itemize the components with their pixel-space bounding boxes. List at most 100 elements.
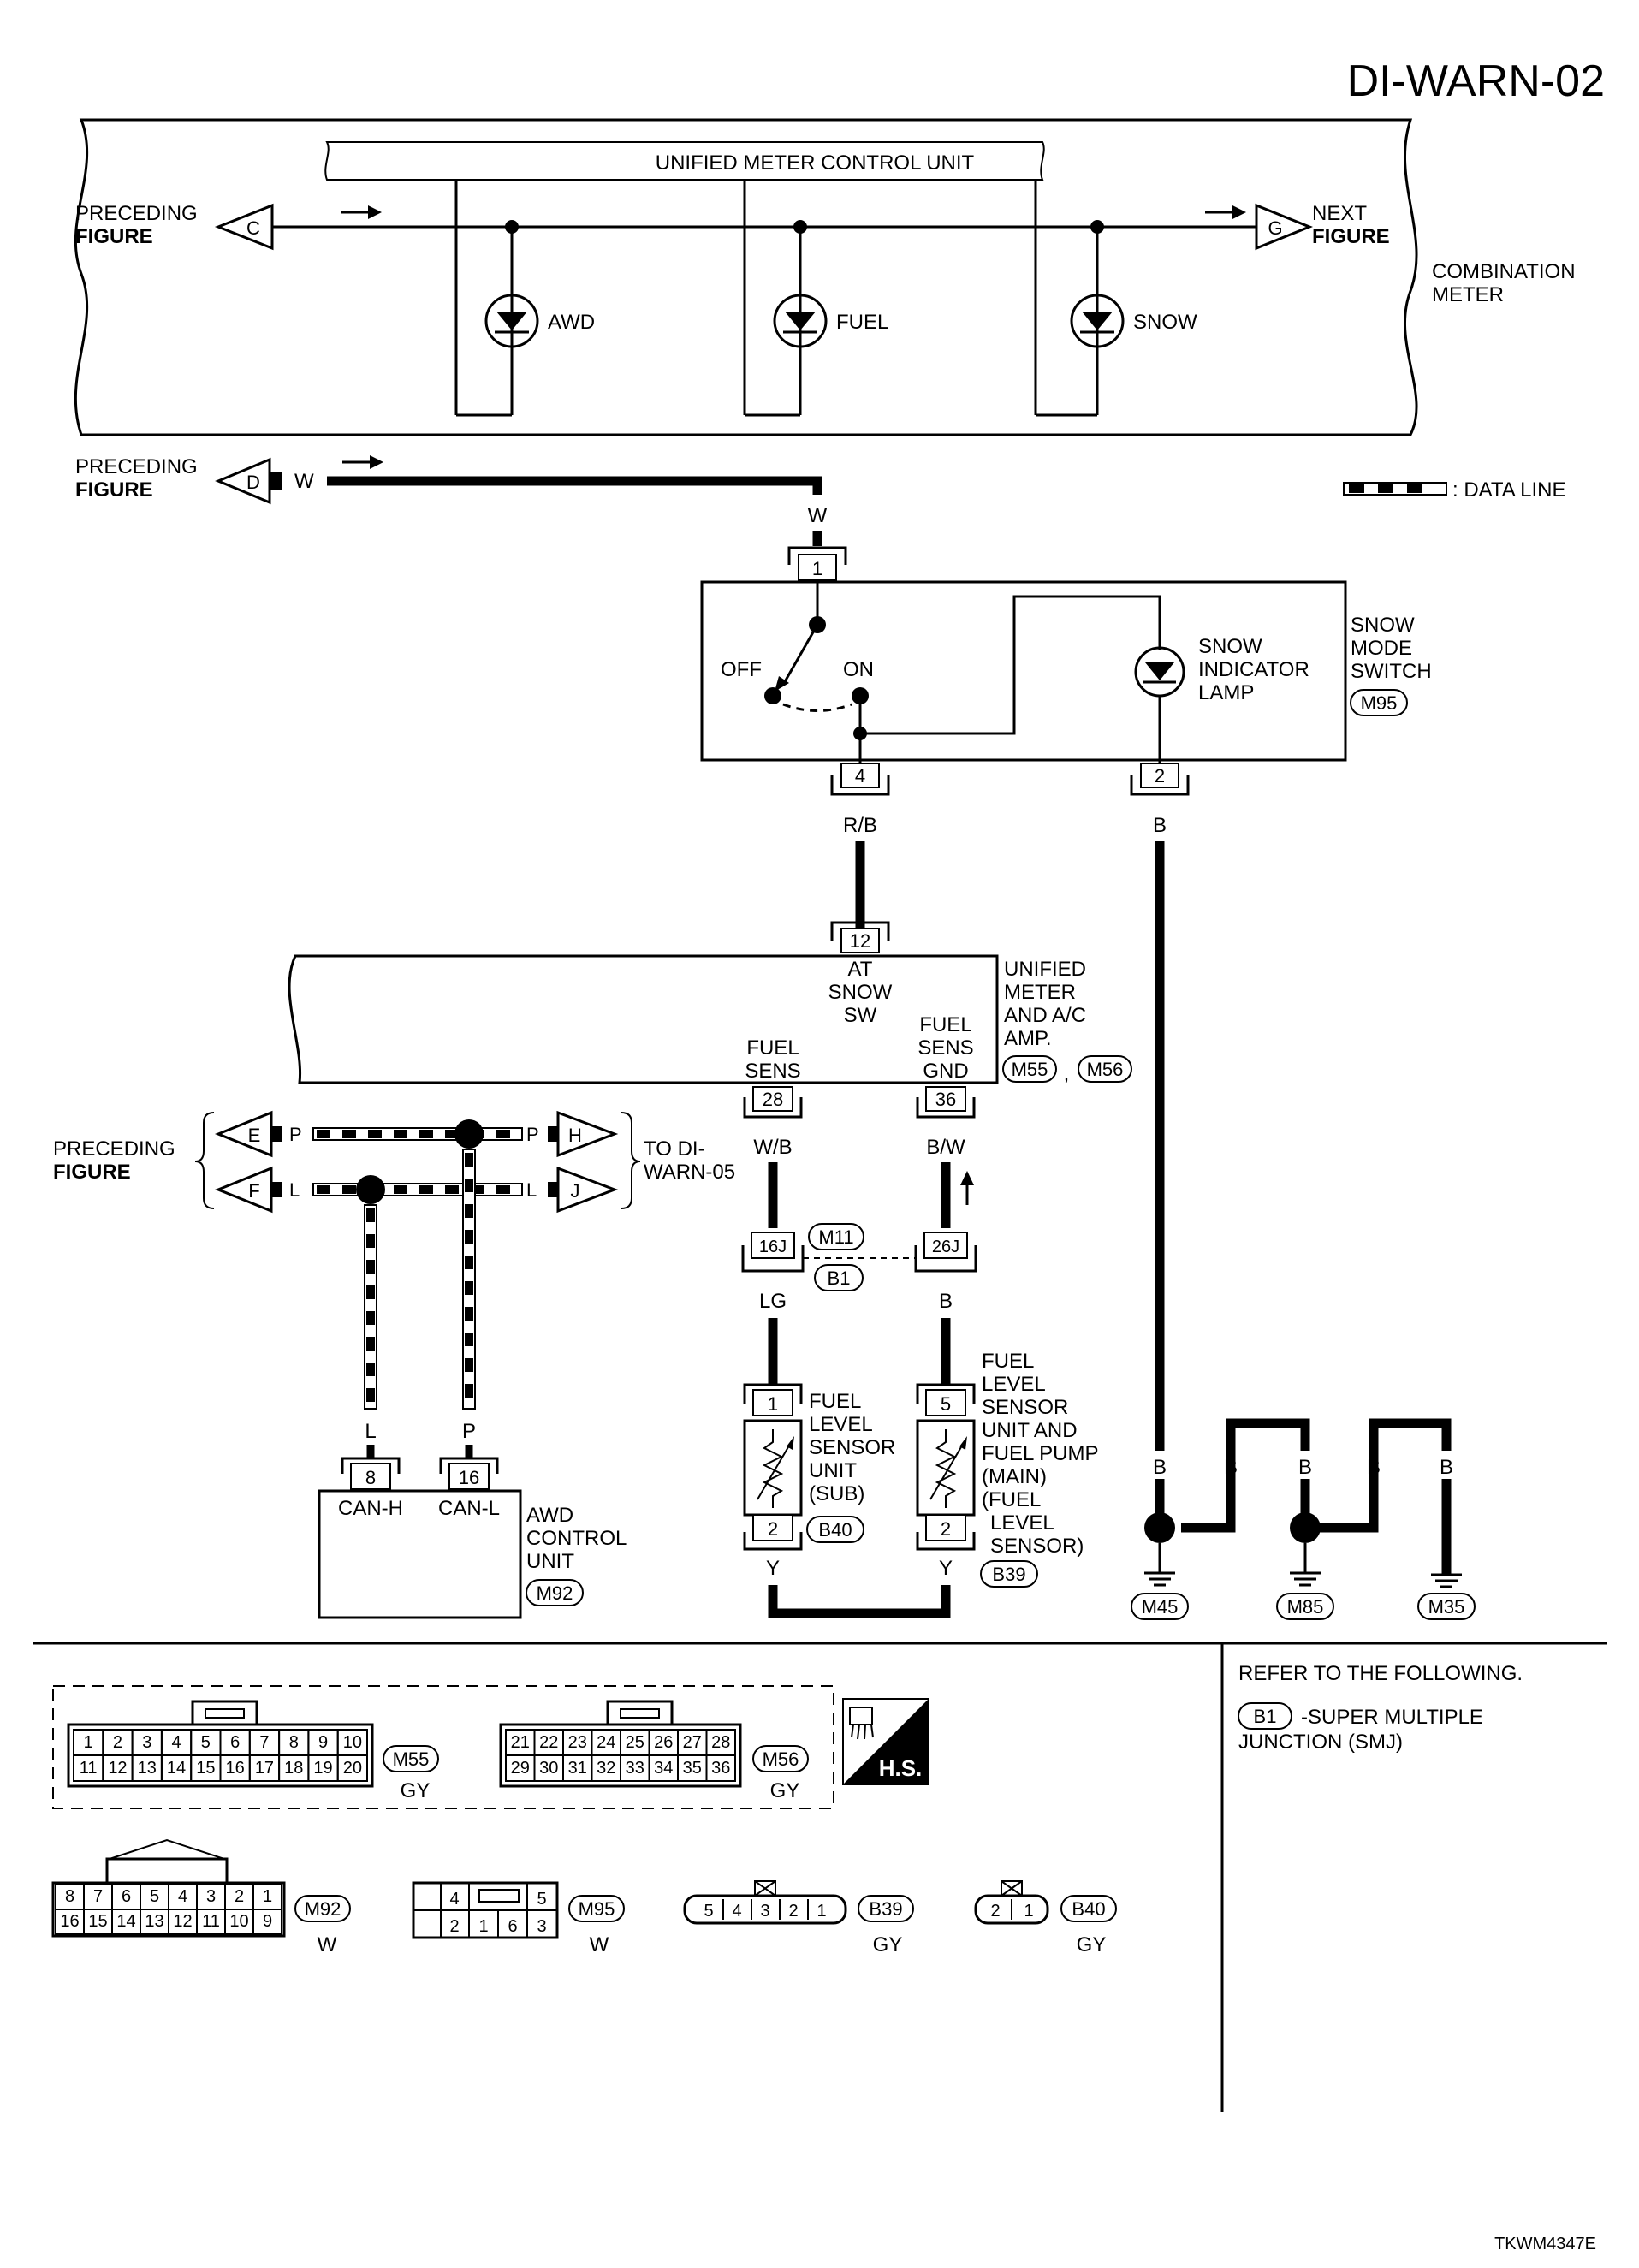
m55-pin-12: 12 (108, 1759, 127, 1778)
refer-item-line2: JUNCTION (SMJ) (1238, 1731, 1403, 1754)
m56-pin-28: 28 (711, 1733, 730, 1752)
can-e-wire-p: P (289, 1124, 302, 1145)
hs-label: H.S. (879, 1755, 923, 1781)
connector-g-arrow (1255, 203, 1314, 251)
legend-data-line-label: : DATA LINE (1452, 478, 1565, 502)
b40-pin-2: 2 (990, 1902, 1000, 1921)
m56-pin-34: 34 (654, 1759, 673, 1778)
m92-pin-12: 12 (173, 1912, 192, 1931)
awd-name-line3: UNIT (526, 1550, 574, 1573)
b39-name: B39 (869, 1898, 902, 1920)
m55-pin-4: 4 (171, 1733, 181, 1752)
refer-item-line1: -SUPER MULTIPLE (1301, 1706, 1483, 1729)
m92-pin-9: 9 (263, 1912, 272, 1931)
ground-wire-b-5: B (1440, 1456, 1453, 1479)
m56-pin-26: 26 (654, 1733, 673, 1752)
lamp-label-snow: SNOW (1133, 311, 1197, 334)
snow-lamp-label-line2: INDICATOR (1198, 658, 1309, 681)
ground-wire-b-3: B (1298, 1456, 1312, 1479)
fuel-sub-pin-2: 2 (768, 1518, 778, 1540)
m56-name: M56 (763, 1748, 799, 1770)
control-unit-label: UNIFIED METER CONTROL UNIT (656, 151, 975, 175)
legend-data-line: : DATA LINE (1343, 478, 1565, 502)
m92-pin-4: 4 (178, 1887, 187, 1906)
ground-icon-m35 (1431, 1573, 1462, 1588)
awd-pin-16: 16 (459, 1467, 479, 1488)
preceding-figure-c-line2: FIGURE (75, 225, 153, 248)
snow-lamp-label-line1: SNOW (1198, 635, 1262, 658)
m56-pin-33: 33 (626, 1759, 644, 1778)
connector-c-arrow (214, 203, 274, 251)
amp-connector-m56: M56 (1087, 1059, 1124, 1080)
next-figure-line2: FIGURE (1312, 225, 1390, 248)
b39-pin-3: 3 (760, 1902, 769, 1921)
b39-pin-1: 1 (817, 1902, 826, 1921)
fuel-main-name-line7: (FUEL (982, 1488, 1041, 1511)
amp-fuel-gnd-line1: FUEL (919, 1013, 971, 1036)
can-f-wire-l: L (289, 1179, 300, 1201)
fuel-sub-name-line1: FUEL (809, 1390, 861, 1413)
fuel-sub-resistor-icon (757, 1429, 794, 1508)
control-unit-box (324, 141, 1045, 181)
junction-wire-lg: LG (759, 1290, 787, 1313)
amp-wire-wb: W/B (753, 1136, 792, 1159)
m92-name: M92 (305, 1898, 341, 1920)
ground-name-m85: M85 (1287, 1596, 1324, 1618)
m55-pin-7: 7 (259, 1733, 269, 1752)
amp-name-line4: AMP. (1004, 1027, 1052, 1050)
awd-name-line1: AWD (526, 1504, 573, 1527)
m95-name: M95 (579, 1898, 615, 1920)
m55-pin-15: 15 (196, 1759, 215, 1778)
fuel-level-sensor-sub: 1 2 B40 FUEL LEVEL SENSOR UNIT (SUB) Y (743, 1383, 895, 1580)
m55-pin-5: 5 (201, 1733, 211, 1752)
next-figure-line1: NEXT (1312, 202, 1367, 225)
m55-color: GY (401, 1779, 431, 1802)
amp-name-line3: AND A/C (1004, 1004, 1086, 1027)
m56-pin-22: 22 (539, 1733, 558, 1752)
b39-pin-4: 4 (732, 1902, 741, 1921)
can-ref-j: J (571, 1180, 580, 1202)
m55-pin-17: 17 (255, 1759, 274, 1778)
m56-pin-32: 32 (597, 1759, 615, 1778)
b40-pin-1: 1 (1024, 1902, 1033, 1921)
m55-pin-13: 13 (138, 1759, 157, 1778)
fuel-main-name-line3: SENSOR (982, 1396, 1068, 1419)
combination-meter: UNIFIED METER CONTROL UNIT (74, 118, 1576, 436)
amp-fuel-gnd-line3: GND (923, 1060, 968, 1083)
m92-pin-8: 8 (65, 1887, 74, 1906)
fuel-lamp-icon (773, 294, 828, 348)
switch-name-line2: MODE (1351, 637, 1412, 660)
m92-pin-6: 6 (122, 1887, 131, 1906)
snow-indicator-lamp-icon (1134, 646, 1185, 698)
fuel-main-name-line9: SENSOR) (990, 1535, 1084, 1558)
can-preceding-line2: FIGURE (53, 1161, 131, 1184)
fuel-sub-name-line3: SENSOR (809, 1436, 895, 1459)
m55-pin-8: 8 (289, 1733, 299, 1752)
fuel-main-pin-5: 5 (941, 1393, 951, 1415)
m92-pin-16: 16 (60, 1912, 79, 1931)
m95-pin-2: 2 (449, 1917, 459, 1936)
fuel-sub-connector-b40: B40 (818, 1519, 852, 1541)
connector-face-b40: 2 1 B40 GY (974, 1880, 1117, 1956)
awd-wire-p: P (462, 1420, 476, 1443)
can-ref-f: F (248, 1180, 259, 1202)
junction-connector-b1: B1 (828, 1268, 851, 1289)
amp-connector-sep: , (1064, 1062, 1070, 1085)
fuel-sub-name-line5: (SUB) (809, 1482, 864, 1505)
connector-c-ref: C (246, 217, 260, 239)
can-j-wire-l: L (526, 1179, 537, 1201)
m56-pin-31: 31 (568, 1759, 587, 1778)
b40-name: B40 (1072, 1898, 1105, 1920)
m55-pin-11: 11 (80, 1759, 98, 1778)
snow-lamp-label-line3: LAMP (1198, 681, 1254, 704)
b39-color: GY (873, 1933, 903, 1956)
m95-pin-6: 6 (508, 1917, 517, 1936)
fuel-main-name-line4: UNIT AND (982, 1419, 1078, 1442)
m95-pin-5: 5 (537, 1890, 546, 1909)
awd-can-h: CAN-H (338, 1497, 403, 1520)
preceding-figure-d-line2: FIGURE (75, 478, 153, 502)
amp-fuel-sens-line2: SENS (745, 1060, 800, 1083)
